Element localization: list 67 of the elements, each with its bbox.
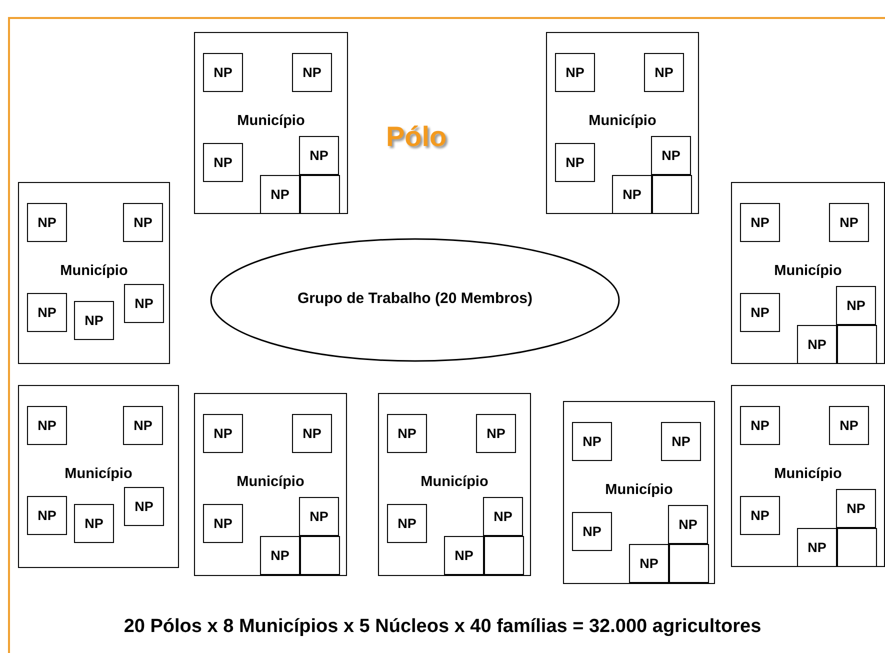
municipality-box — [18, 182, 170, 364]
region-title: Pólo — [386, 121, 447, 153]
nucleus-box: NP — [387, 504, 427, 543]
nucleus-box: NP — [123, 203, 163, 242]
municipality-box — [378, 393, 531, 576]
nucleus-box: NP — [651, 136, 691, 175]
nucleus-box: NP — [661, 422, 701, 461]
nucleus-box: NP — [27, 406, 67, 445]
nucleus-box: NP — [27, 203, 67, 242]
municipality-box — [563, 401, 715, 584]
nucleus-box: NP — [123, 406, 163, 445]
nucleus-box: NP — [203, 414, 243, 453]
municipality-box — [731, 385, 885, 567]
region-frame — [8, 17, 885, 653]
nucleus-box: NP — [299, 136, 339, 175]
summary-note: 20 Pólos x 8 Municípios x 5 Núcleos x 40 famílias = 32.000 agricultores — [122, 616, 762, 638]
nucleus-box: NP — [829, 406, 869, 445]
nucleus-box: NP — [555, 143, 595, 182]
nucleus-box: NP — [740, 293, 780, 332]
municipality-box — [546, 32, 699, 214]
nucleus-box: NP — [483, 497, 523, 536]
nucleus-box: NP — [27, 293, 67, 332]
municipality-label: Município — [59, 263, 129, 279]
municipality-box — [194, 393, 347, 576]
municipality-label: Município — [588, 113, 658, 129]
nucleus-box: NP — [629, 544, 669, 583]
municipality-label: Município — [236, 474, 306, 490]
nucleus-box: NP — [829, 203, 869, 242]
nucleus-box: NP — [203, 504, 243, 543]
municipality-box — [194, 32, 348, 214]
municipality-label: Município — [773, 466, 843, 482]
nucleus-box: NP — [797, 325, 837, 364]
nucleus-box: NP — [299, 497, 339, 536]
nucleus-box: NP — [124, 284, 164, 323]
nucleus-box: NP — [836, 489, 876, 528]
nucleus-box: NP — [555, 53, 595, 92]
nucleus-box: NP — [572, 422, 612, 461]
nucleus-box: NP — [476, 414, 516, 453]
municipality-label: Município — [64, 466, 134, 482]
nucleus-box: NP — [27, 496, 67, 535]
nucleus-box: NP — [797, 528, 837, 567]
nucleus-box: NP — [836, 286, 876, 325]
nucleus-box: NP — [644, 53, 684, 92]
nucleus-box: NP — [387, 414, 427, 453]
nucleus-box: NP — [203, 143, 243, 182]
municipality-box — [731, 182, 885, 364]
nucleus-box: NP — [612, 175, 652, 214]
nucleus-box: NP — [740, 203, 780, 242]
nucleus-box: NP — [572, 512, 612, 551]
working-group-label: Grupo de Trabalho (20 Membros) — [296, 290, 534, 307]
nucleus-box: NP — [74, 301, 114, 340]
nucleus-box: NP — [444, 536, 484, 575]
municipality-box — [18, 385, 179, 568]
municipality-label: Município — [236, 113, 306, 129]
municipality-label: Município — [604, 482, 674, 498]
nucleus-box: NP — [668, 505, 708, 544]
nucleus-box: NP — [292, 414, 332, 453]
nucleus-box: NP — [740, 496, 780, 535]
nucleus-box: NP — [260, 175, 300, 214]
nucleus-box: NP — [740, 406, 780, 445]
municipality-label: Município — [420, 474, 490, 490]
nucleus-box: NP — [74, 504, 114, 543]
nucleus-box: NP — [292, 53, 332, 92]
nucleus-box: NP — [124, 487, 164, 526]
municipality-label: Município — [773, 263, 843, 279]
nucleus-box: NP — [260, 536, 300, 575]
nucleus-box: NP — [203, 53, 243, 92]
